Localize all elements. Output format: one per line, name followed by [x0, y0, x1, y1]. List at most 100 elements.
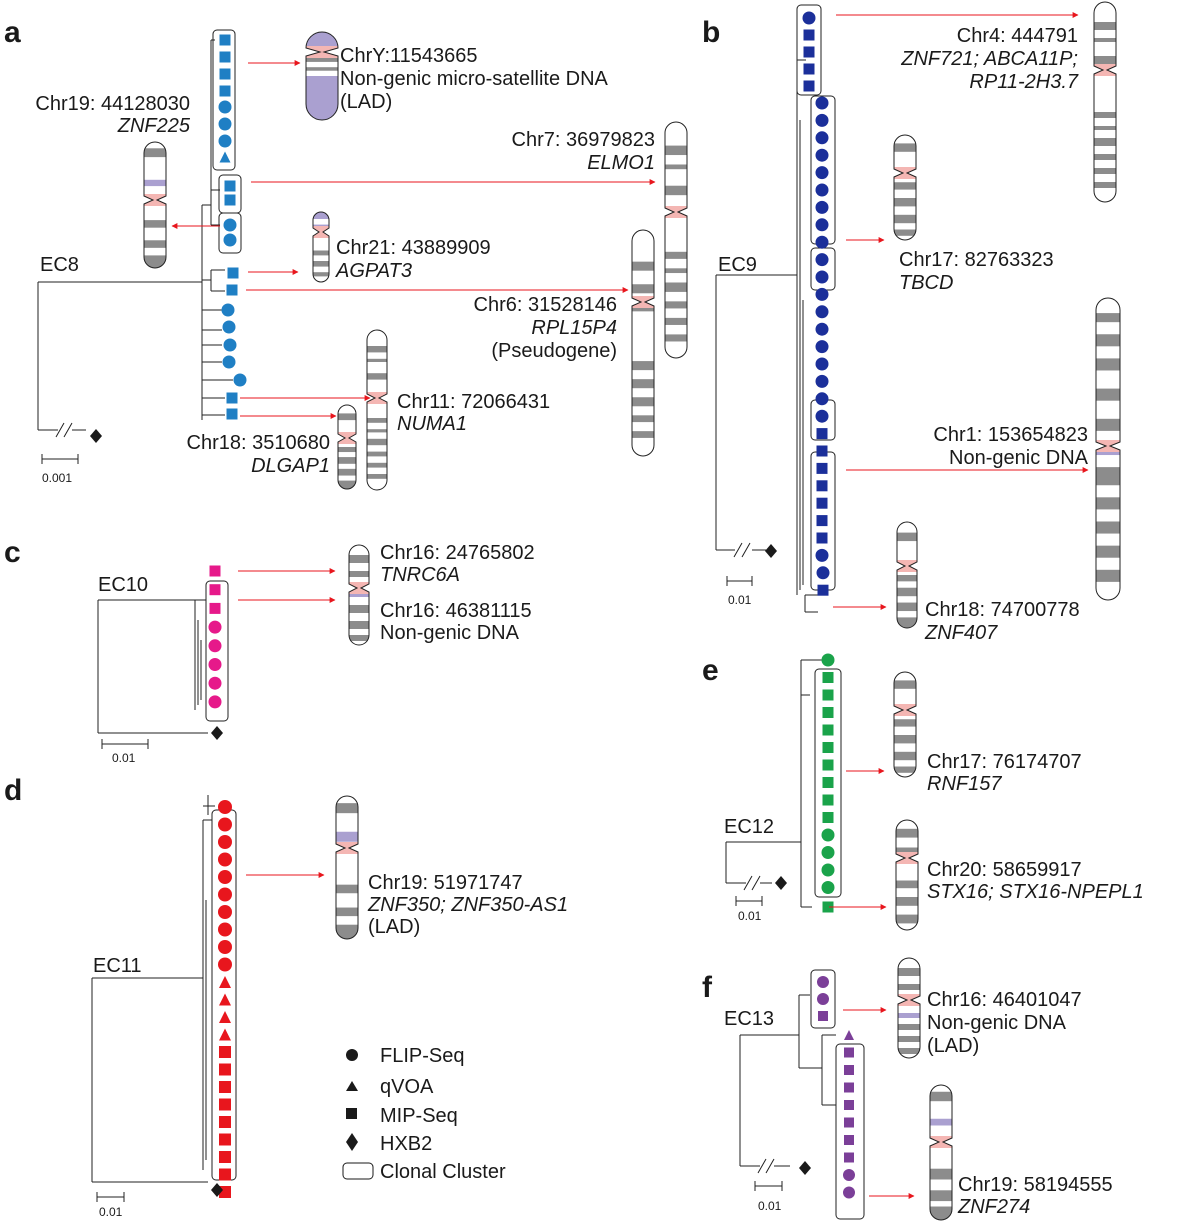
marker-square	[822, 689, 834, 701]
svg-text:TBCD: TBCD	[899, 272, 953, 294]
svg-text:Chr7: 36979823: Chr7: 36979823	[512, 129, 655, 151]
legend-square-symbol	[346, 1108, 357, 1119]
marker-circle	[821, 846, 835, 859]
svg-text:ELMO1: ELMO1	[587, 152, 655, 174]
scale-bar: 0.01	[735, 896, 763, 923]
svg-text:Chr16: 24765802: Chr16: 24765802	[380, 542, 535, 564]
legend-label: HXB2	[380, 1133, 432, 1155]
svg-text:0.001: 0.001	[42, 471, 72, 485]
site-label-chr17: Chr17: 82763323 TBCD	[899, 249, 1054, 294]
tree	[97, 599, 208, 734]
ec-label: EC13	[724, 1008, 774, 1030]
marker-circle	[223, 218, 237, 232]
marker-circle	[208, 658, 222, 671]
marker-circle	[815, 409, 829, 423]
marker-square	[816, 497, 828, 509]
svg-text:Chr16: 46381115: Chr16: 46381115	[380, 600, 532, 622]
marker-circle	[218, 835, 232, 849]
scale-bar: 0.01	[101, 739, 149, 765]
marker-circle	[821, 653, 835, 667]
marker-square	[822, 707, 834, 718]
marker-square	[803, 63, 815, 75]
marker-triangle	[219, 151, 231, 163]
marker-circle	[815, 113, 829, 127]
panel-b: b EC9 0.01 Chr4: 444791 ZNF721; ABCA1	[702, 4, 1089, 644]
marker-square	[219, 68, 231, 80]
clonal-cluster-box	[205, 580, 229, 722]
panel-letter: e	[702, 654, 719, 687]
marker-square	[226, 284, 238, 296]
marker-square	[816, 428, 828, 440]
marker-square	[822, 777, 834, 788]
marker-circle	[821, 881, 835, 894]
marker-circle	[222, 355, 236, 369]
marker-square	[822, 812, 834, 823]
svg-text:Chr17: 82763323: Chr17: 82763323	[899, 249, 1054, 271]
svg-text:Chr19: 58194555: Chr19: 58194555	[958, 1174, 1113, 1196]
svg-text:ChrY:11543665: ChrY:11543665	[340, 45, 478, 67]
marker-square	[844, 1082, 854, 1093]
site-label-chr16a: Chr16: 24765802 TNRC6A	[380, 542, 535, 586]
marker-square	[818, 1011, 828, 1021]
marker-circle	[815, 131, 829, 145]
svg-text:Non-genic DNA: Non-genic DNA	[380, 622, 520, 644]
svg-text:Non-genic DNA: Non-genic DNA	[927, 1012, 1067, 1034]
marker-column	[802, 11, 830, 596]
legend-diamond-symbol	[346, 1133, 358, 1151]
legend-label: qVOA	[380, 1076, 434, 1098]
marker-circle	[218, 870, 232, 884]
diamond-icon	[211, 1183, 223, 1197]
marker-column	[817, 976, 855, 1199]
panel-a: a EC8 0.001 ChrY:11543665 Non-	[4, 16, 656, 485]
marker-square	[844, 1047, 854, 1058]
marker-column	[218, 34, 247, 420]
panel-letter: a	[4, 16, 21, 49]
svg-text:STX16; STX16-NPEPL1: STX16; STX16-NPEPL1	[927, 881, 1144, 903]
chromosome-chr19-a	[143, 141, 167, 269]
svg-text:(LAD): (LAD)	[927, 1035, 979, 1057]
svg-text:Chr4: 444791: Chr4: 444791	[957, 25, 1078, 47]
marker-square	[816, 462, 828, 474]
marker-square	[209, 602, 221, 614]
marker-circle	[817, 993, 829, 1005]
marker-circle	[815, 357, 829, 371]
legend-label: Clonal Cluster	[380, 1161, 506, 1183]
svg-text:Non-genic DNA: Non-genic DNA	[949, 447, 1089, 469]
panel-letter: f	[702, 971, 713, 1004]
chromosome-chr16-c	[348, 544, 370, 646]
site-label-chr19: Chr19: 58194555 ZNF274	[957, 1174, 1113, 1218]
svg-text:Chr17: 76174707: Chr17: 76174707	[927, 751, 1082, 773]
chromosome-chr18-a	[337, 404, 357, 490]
marker-square	[219, 1063, 231, 1076]
svg-text:Chr6: 31528146: Chr6: 31528146	[474, 294, 617, 316]
marker-square	[822, 742, 834, 753]
marker-square	[226, 408, 238, 420]
marker-circle	[233, 373, 247, 387]
chromosome-chr17-e	[893, 671, 917, 778]
marker-square	[219, 1116, 231, 1128]
marker-square	[219, 85, 231, 97]
marker-circle	[223, 338, 237, 352]
marker-circle	[815, 148, 829, 162]
site-label-chr1: Chr1: 153654823 Non-genic DNA	[933, 424, 1088, 469]
chromosome-chr18-b	[896, 521, 918, 629]
site-label-chr18: Chr18: 74700778 ZNF407	[924, 599, 1080, 644]
marker-circle	[218, 905, 232, 919]
site-label-chr16b: Chr16: 46381115 Non-genic DNA	[380, 600, 532, 644]
svg-text:(LAD): (LAD)	[340, 91, 392, 113]
marker-triangle	[219, 1028, 231, 1041]
diamond-icon	[799, 1161, 811, 1175]
marker-square	[803, 46, 815, 58]
tree	[715, 59, 818, 613]
marker-circle	[815, 322, 829, 336]
chromosome-chr1	[1095, 297, 1121, 601]
site-label-chr11: Chr11: 72066431 NUMA1	[397, 391, 550, 435]
svg-text:Chr16: 46401047: Chr16: 46401047	[927, 989, 1082, 1011]
marker-circle	[218, 922, 232, 937]
marker-circle	[821, 828, 835, 842]
svg-text:RPL15P4: RPL15P4	[531, 317, 617, 339]
marker-square	[803, 80, 815, 92]
arrows	[238, 568, 336, 603]
marker-square	[227, 267, 239, 279]
